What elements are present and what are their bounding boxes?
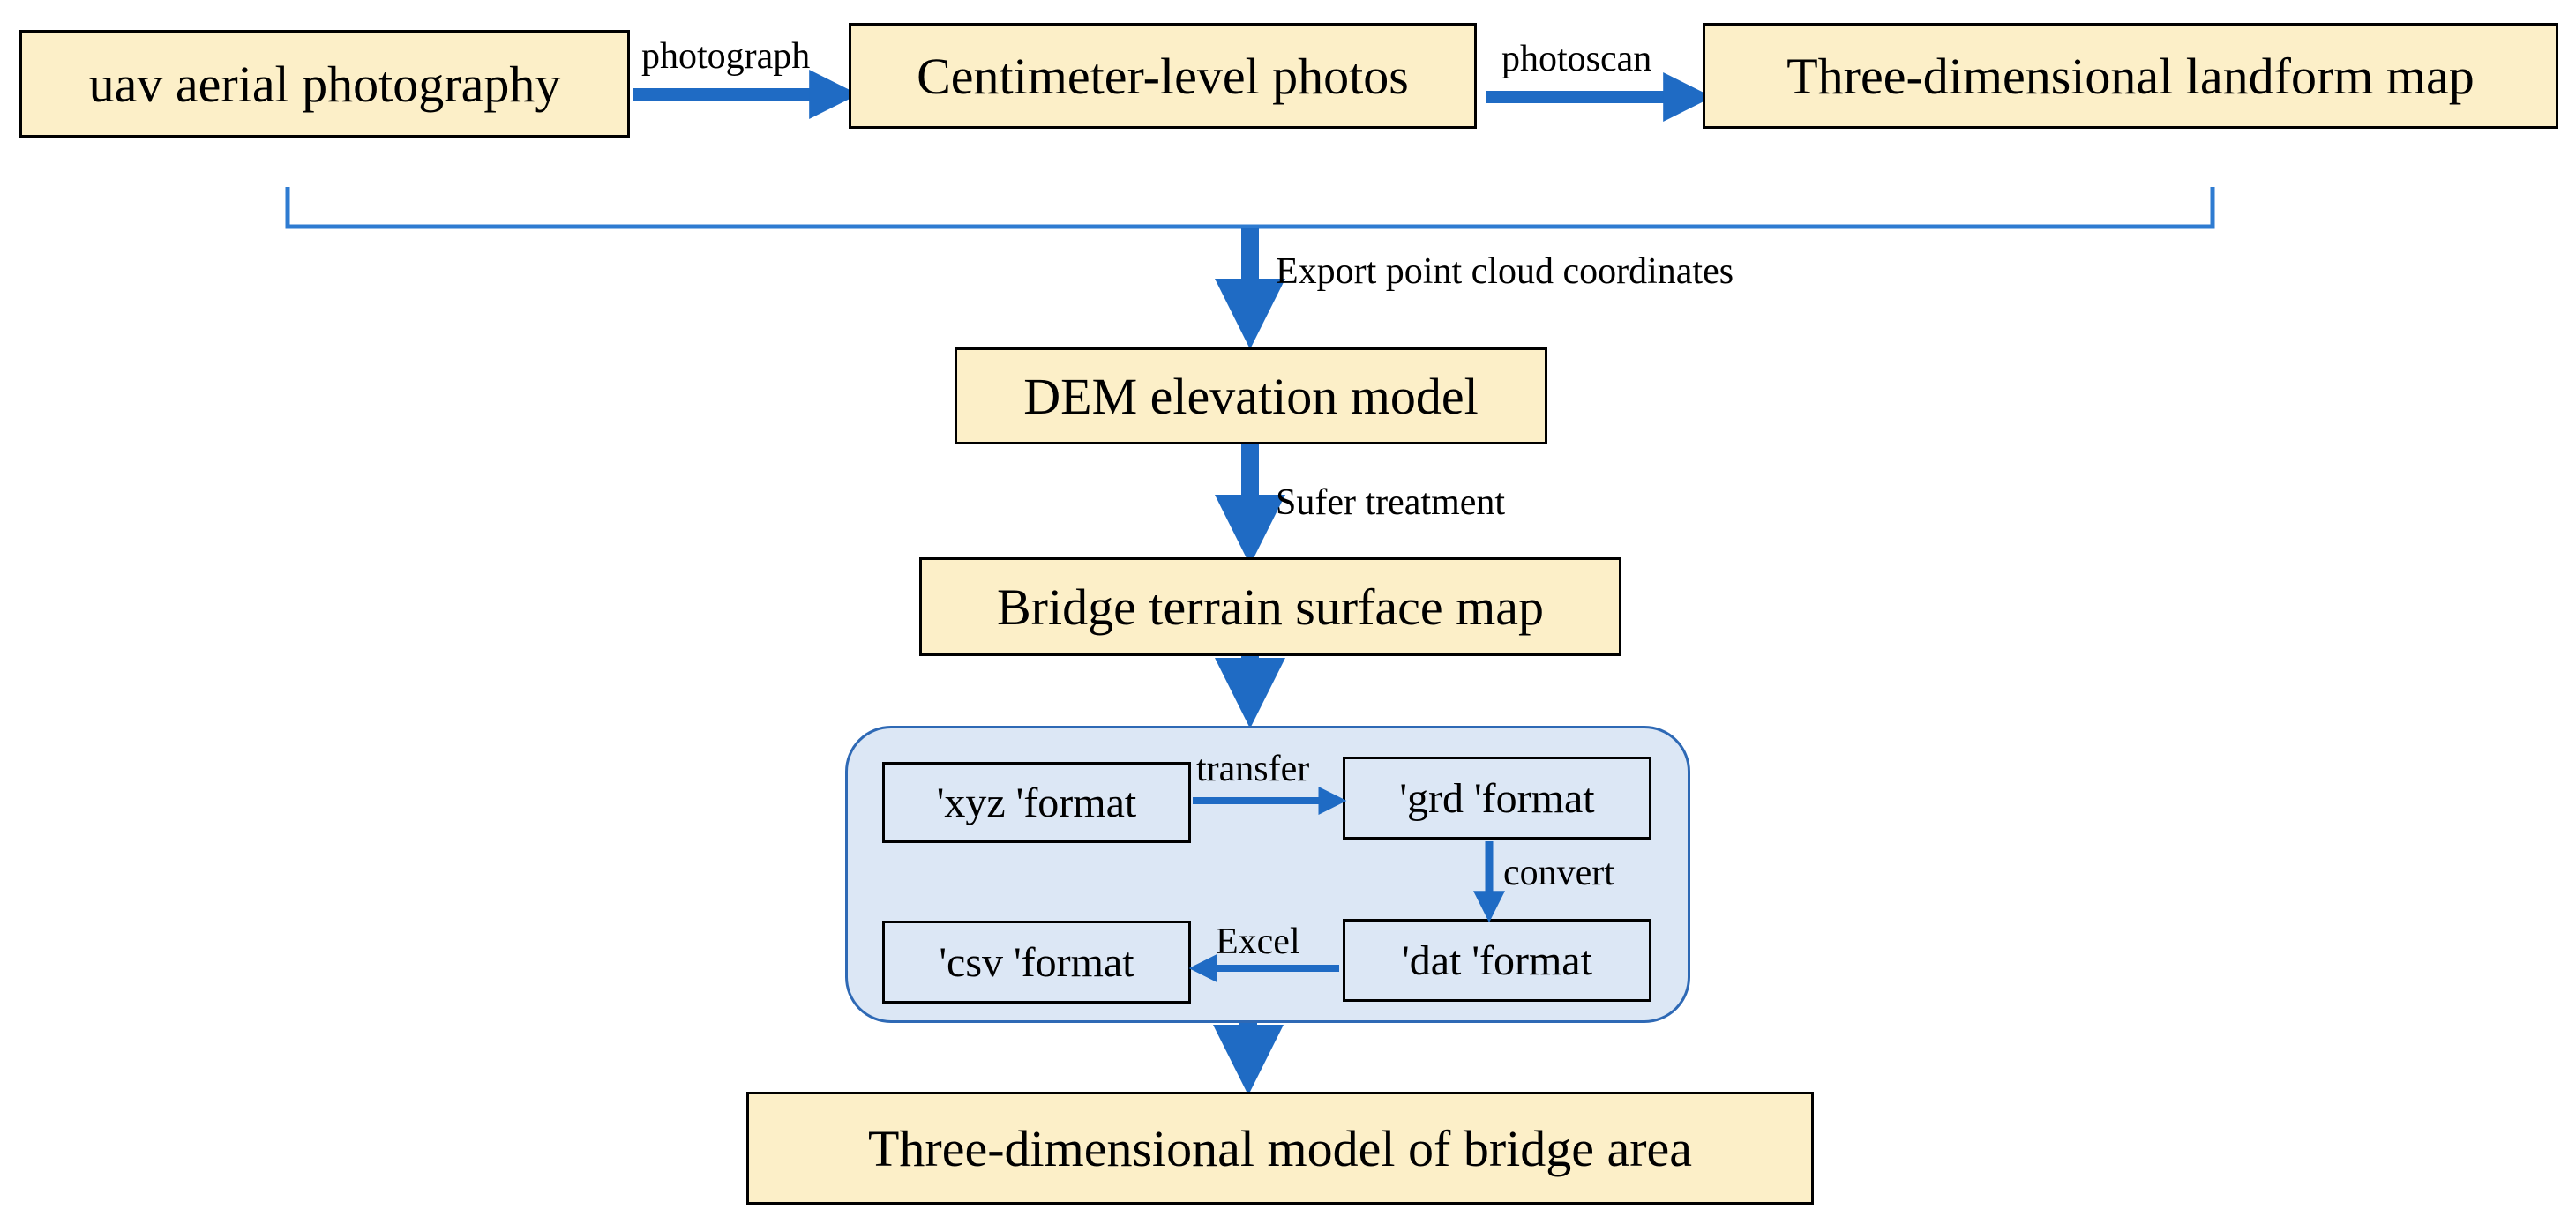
edge-label-photoscan: photoscan <box>1501 39 1652 79</box>
node-grd-format: 'grd 'format <box>1343 757 1651 840</box>
node-centimeter-level-photos: Centimeter-level photos <box>849 23 1477 129</box>
node-label: uav aerial photography <box>88 55 561 113</box>
node-bridge-terrain-surface-map: Bridge terrain surface map <box>919 557 1621 656</box>
node-label: 'dat 'format <box>1402 937 1592 984</box>
node-label: Three-dimensional landform map <box>1786 47 2475 105</box>
edge-label-sufer: Sufer treatment <box>1276 482 1506 523</box>
node-label: 'xyz 'format <box>936 779 1137 826</box>
collector-bracket <box>285 187 2215 229</box>
edge-label-convert: convert <box>1503 853 1614 893</box>
node-label: DEM elevation model <box>1023 367 1479 425</box>
node-uav-aerial-photography: uav aerial photography <box>19 30 630 138</box>
edge-label-transfer: transfer <box>1196 749 1310 789</box>
node-csv-format: 'csv 'format <box>882 921 1191 1004</box>
node-label: 'grd 'format <box>1399 774 1595 822</box>
node-dem-elevation-model: DEM elevation model <box>955 347 1547 444</box>
edge-label-photograph: photograph <box>641 36 811 77</box>
edge-label-export: Export point cloud coordinates <box>1276 251 1734 292</box>
node-label: Three-dimensional model of bridge area <box>867 1119 1693 1177</box>
node-xyz-format: 'xyz 'format <box>882 762 1191 843</box>
node-three-dimensional-landform-map: Three-dimensional landform map <box>1703 23 2558 129</box>
edge-label-excel: Excel <box>1216 922 1300 962</box>
node-three-dimensional-model-of-bridge-area: Three-dimensional model of bridge area <box>746 1092 1814 1205</box>
node-label: 'csv 'format <box>939 938 1134 986</box>
node-label: Centimeter-level photos <box>917 47 1409 105</box>
node-label: Bridge terrain surface map <box>997 578 1544 636</box>
